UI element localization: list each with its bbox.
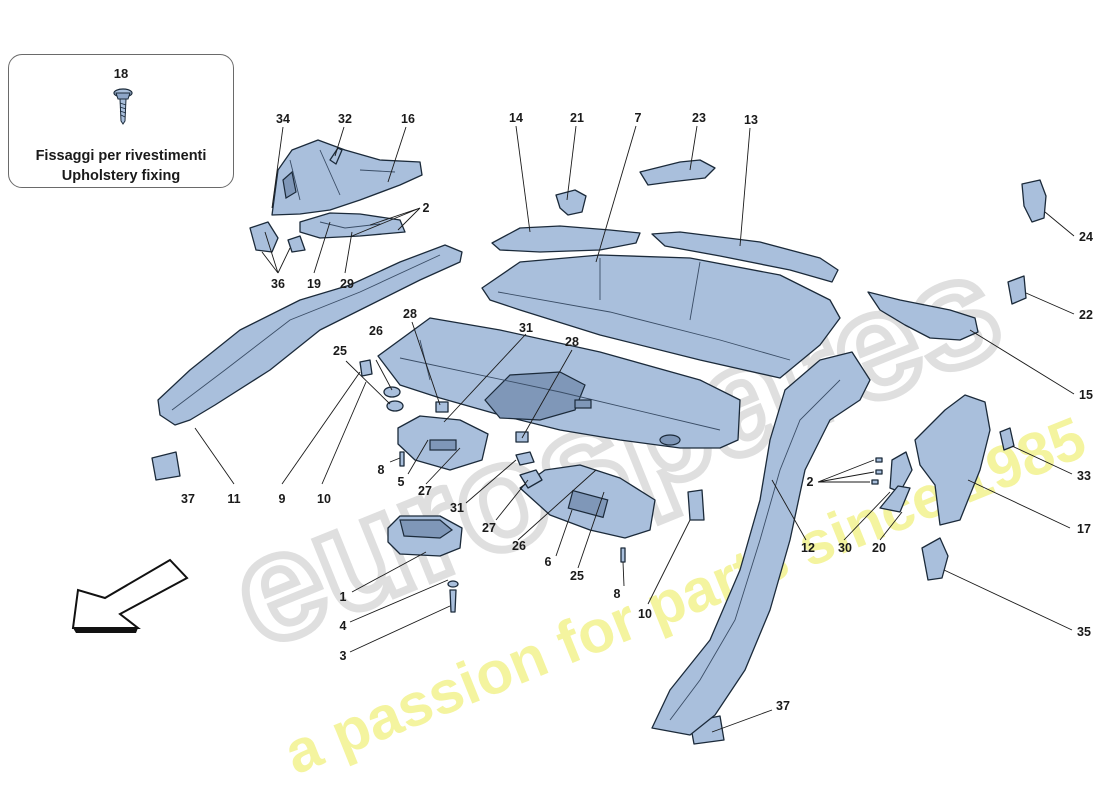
front-direction-arrow (71, 558, 189, 629)
callout-19: 19 (307, 277, 321, 291)
callout-25-right: 25 (570, 569, 584, 583)
callout-26-left: 26 (369, 324, 383, 338)
part-29-bracket (299, 212, 406, 239)
callout-13: 13 (744, 113, 758, 127)
part-28-clip-right (515, 431, 529, 443)
callout-16: 16 (401, 112, 415, 126)
callout-27-right: 27 (482, 521, 496, 535)
callout-37-left: 37 (181, 492, 195, 506)
callout-14: 14 (509, 111, 523, 125)
fixing-legend-box: 18 Fissaggi per rivestimenti Upholstery … (8, 54, 234, 188)
part-4-washer (447, 580, 459, 588)
screw-icon (113, 88, 133, 125)
part-headliner-panel (377, 317, 741, 449)
legend-title-italian: Fissaggi per rivestimenti (35, 148, 207, 164)
callout-23: 23 (692, 111, 706, 125)
part-35-bracket (921, 537, 949, 581)
part-24-bracket (1021, 179, 1047, 223)
callout-4: 4 (340, 619, 347, 633)
legend-part-number: 18 (113, 66, 129, 81)
part-30-trim (889, 451, 913, 493)
callout-32: 32 (338, 112, 352, 126)
part-22-bracket (1007, 275, 1027, 305)
callout-31-bottom: 31 (450, 501, 464, 515)
callout-27-left: 27 (418, 484, 432, 498)
callout-6: 6 (545, 555, 552, 569)
part-10-tab (687, 489, 705, 521)
callout-10-left: 10 (317, 492, 331, 506)
callout-1: 1 (340, 590, 347, 604)
legend-title-english: Upholstery fixing (61, 168, 181, 184)
callout-28-right: 28 (565, 335, 579, 349)
callout-22: 22 (1079, 308, 1093, 322)
part-20-trim (879, 485, 911, 513)
leader-lines (194, 125, 1075, 733)
part-13-rear-trim (651, 231, 839, 283)
part-16-pillar-trim (271, 139, 423, 216)
callout-8-right: 8 (614, 587, 621, 601)
callout-28-left: 28 (403, 307, 417, 321)
part-15-quarter-trim (867, 291, 979, 341)
part-23-bracket (639, 159, 716, 186)
part-8-screw-right (620, 547, 626, 563)
callout-5: 5 (398, 475, 405, 489)
part-8-screw-left (399, 451, 405, 467)
part-37-pad-left (151, 451, 181, 481)
callout-33: 33 (1077, 469, 1091, 483)
callout-15: 15 (1079, 388, 1093, 402)
callout-17: 17 (1077, 522, 1091, 536)
part-9-clip (359, 359, 373, 377)
part-25-ring-left (386, 400, 404, 412)
callout-24: 24 (1079, 230, 1093, 244)
callout-31-top: 31 (519, 321, 533, 335)
part-12-a-pillar-trim (651, 351, 871, 736)
part-26-clip-left (383, 386, 401, 398)
callout-12: 12 (801, 541, 815, 555)
callout-35: 35 (1077, 625, 1091, 639)
callout-3: 3 (340, 649, 347, 663)
callout-8-left: 8 (378, 463, 385, 477)
part-17-c-pillar-trim (914, 394, 991, 526)
part-3-screw (449, 589, 457, 613)
part-31-clip (515, 451, 535, 466)
callout-36: 36 (271, 277, 285, 291)
callout-7: 7 (635, 111, 642, 125)
callout-2-right: 2 (807, 475, 814, 489)
part-14-header-trim (491, 225, 641, 253)
part-28-clip-left (435, 401, 449, 413)
part-21-bracket (555, 189, 587, 216)
part-5-sun-visor-left (397, 415, 489, 471)
callout-34: 34 (276, 112, 290, 126)
part-11-roof-rail (157, 244, 463, 426)
callout-37-right: 37 (776, 699, 790, 713)
callout-25-left: 25 (333, 344, 347, 358)
callout-26-right: 26 (512, 539, 526, 553)
part-1-dome-light (387, 515, 463, 557)
part-7-roof-panel (481, 254, 841, 379)
part-32-clip (329, 147, 343, 165)
callout-10-right: 10 (638, 607, 652, 621)
callout-2-top: 2 (423, 201, 430, 215)
callout-labels: 34 32 16 2 36 19 29 14 21 7 23 13 24 22 … (181, 111, 1093, 713)
part-33-clip (999, 427, 1015, 451)
front-direction-arrow-shadow (73, 628, 138, 633)
callout-9: 9 (279, 492, 286, 506)
callout-20: 20 (872, 541, 886, 555)
callout-21: 21 (570, 111, 584, 125)
part-36-fasteners (249, 221, 306, 253)
part-2-screws-right (871, 457, 883, 485)
callout-29: 29 (340, 277, 354, 291)
callout-11: 11 (227, 492, 240, 506)
callout-30: 30 (838, 541, 852, 555)
